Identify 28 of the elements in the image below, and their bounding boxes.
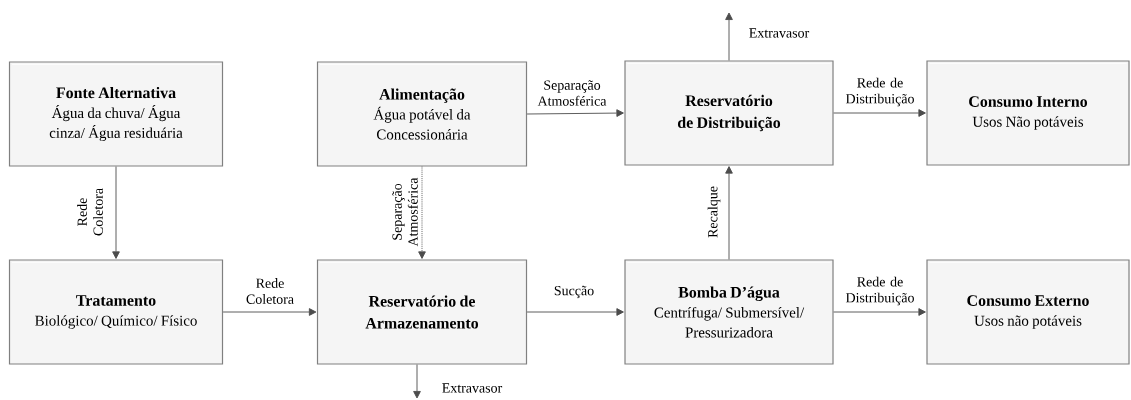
process-box: Tratamento Biológico/ Químico/ Físico bbox=[8, 259, 224, 365]
arrow bbox=[413, 364, 421, 399]
edge-label: Separação Atmosférica bbox=[392, 177, 418, 247]
process-box: Fonte Alternativa Água da chuva/ Água cinza/ Água residuária bbox=[8, 61, 224, 167]
arrow bbox=[725, 166, 733, 260]
arrow bbox=[725, 12, 733, 61]
process-box: Consumo Externo Usos não potáveis bbox=[926, 259, 1130, 365]
edge-label: Rede Coletora bbox=[77, 188, 103, 236]
process-box: Alimentação Água potável da Concessionária bbox=[316, 61, 528, 167]
edge-label: Extravasor bbox=[749, 28, 810, 38]
arrow bbox=[222, 308, 317, 316]
arrow bbox=[833, 308, 926, 316]
arrow bbox=[833, 109, 926, 117]
edge-label: Recalque bbox=[707, 186, 721, 238]
edge-label: Rede de Distribuição bbox=[845, 77, 914, 107]
process-box: Consumo Interno Usos Não potáveis bbox=[926, 60, 1130, 166]
process-box: Bomba D’água Centrífuga/ Submersível/ Pressurizadora bbox=[624, 259, 834, 365]
arrow bbox=[526, 109, 624, 117]
edge-label: Extravasor bbox=[442, 383, 503, 393]
edge-label: Separação Atmosférica bbox=[537, 80, 607, 106]
arrow bbox=[112, 166, 120, 259]
process-box: Reservatório de Distribuição bbox=[624, 60, 834, 166]
edge-label: Rede de Distribuição bbox=[845, 276, 914, 306]
arrow bbox=[418, 166, 426, 259]
edge-label: Rede Coletora bbox=[246, 278, 294, 304]
edge-label: Sucção bbox=[554, 285, 594, 299]
process-box: Reservatório de Armazenamento bbox=[316, 259, 528, 365]
arrow bbox=[526, 308, 624, 316]
